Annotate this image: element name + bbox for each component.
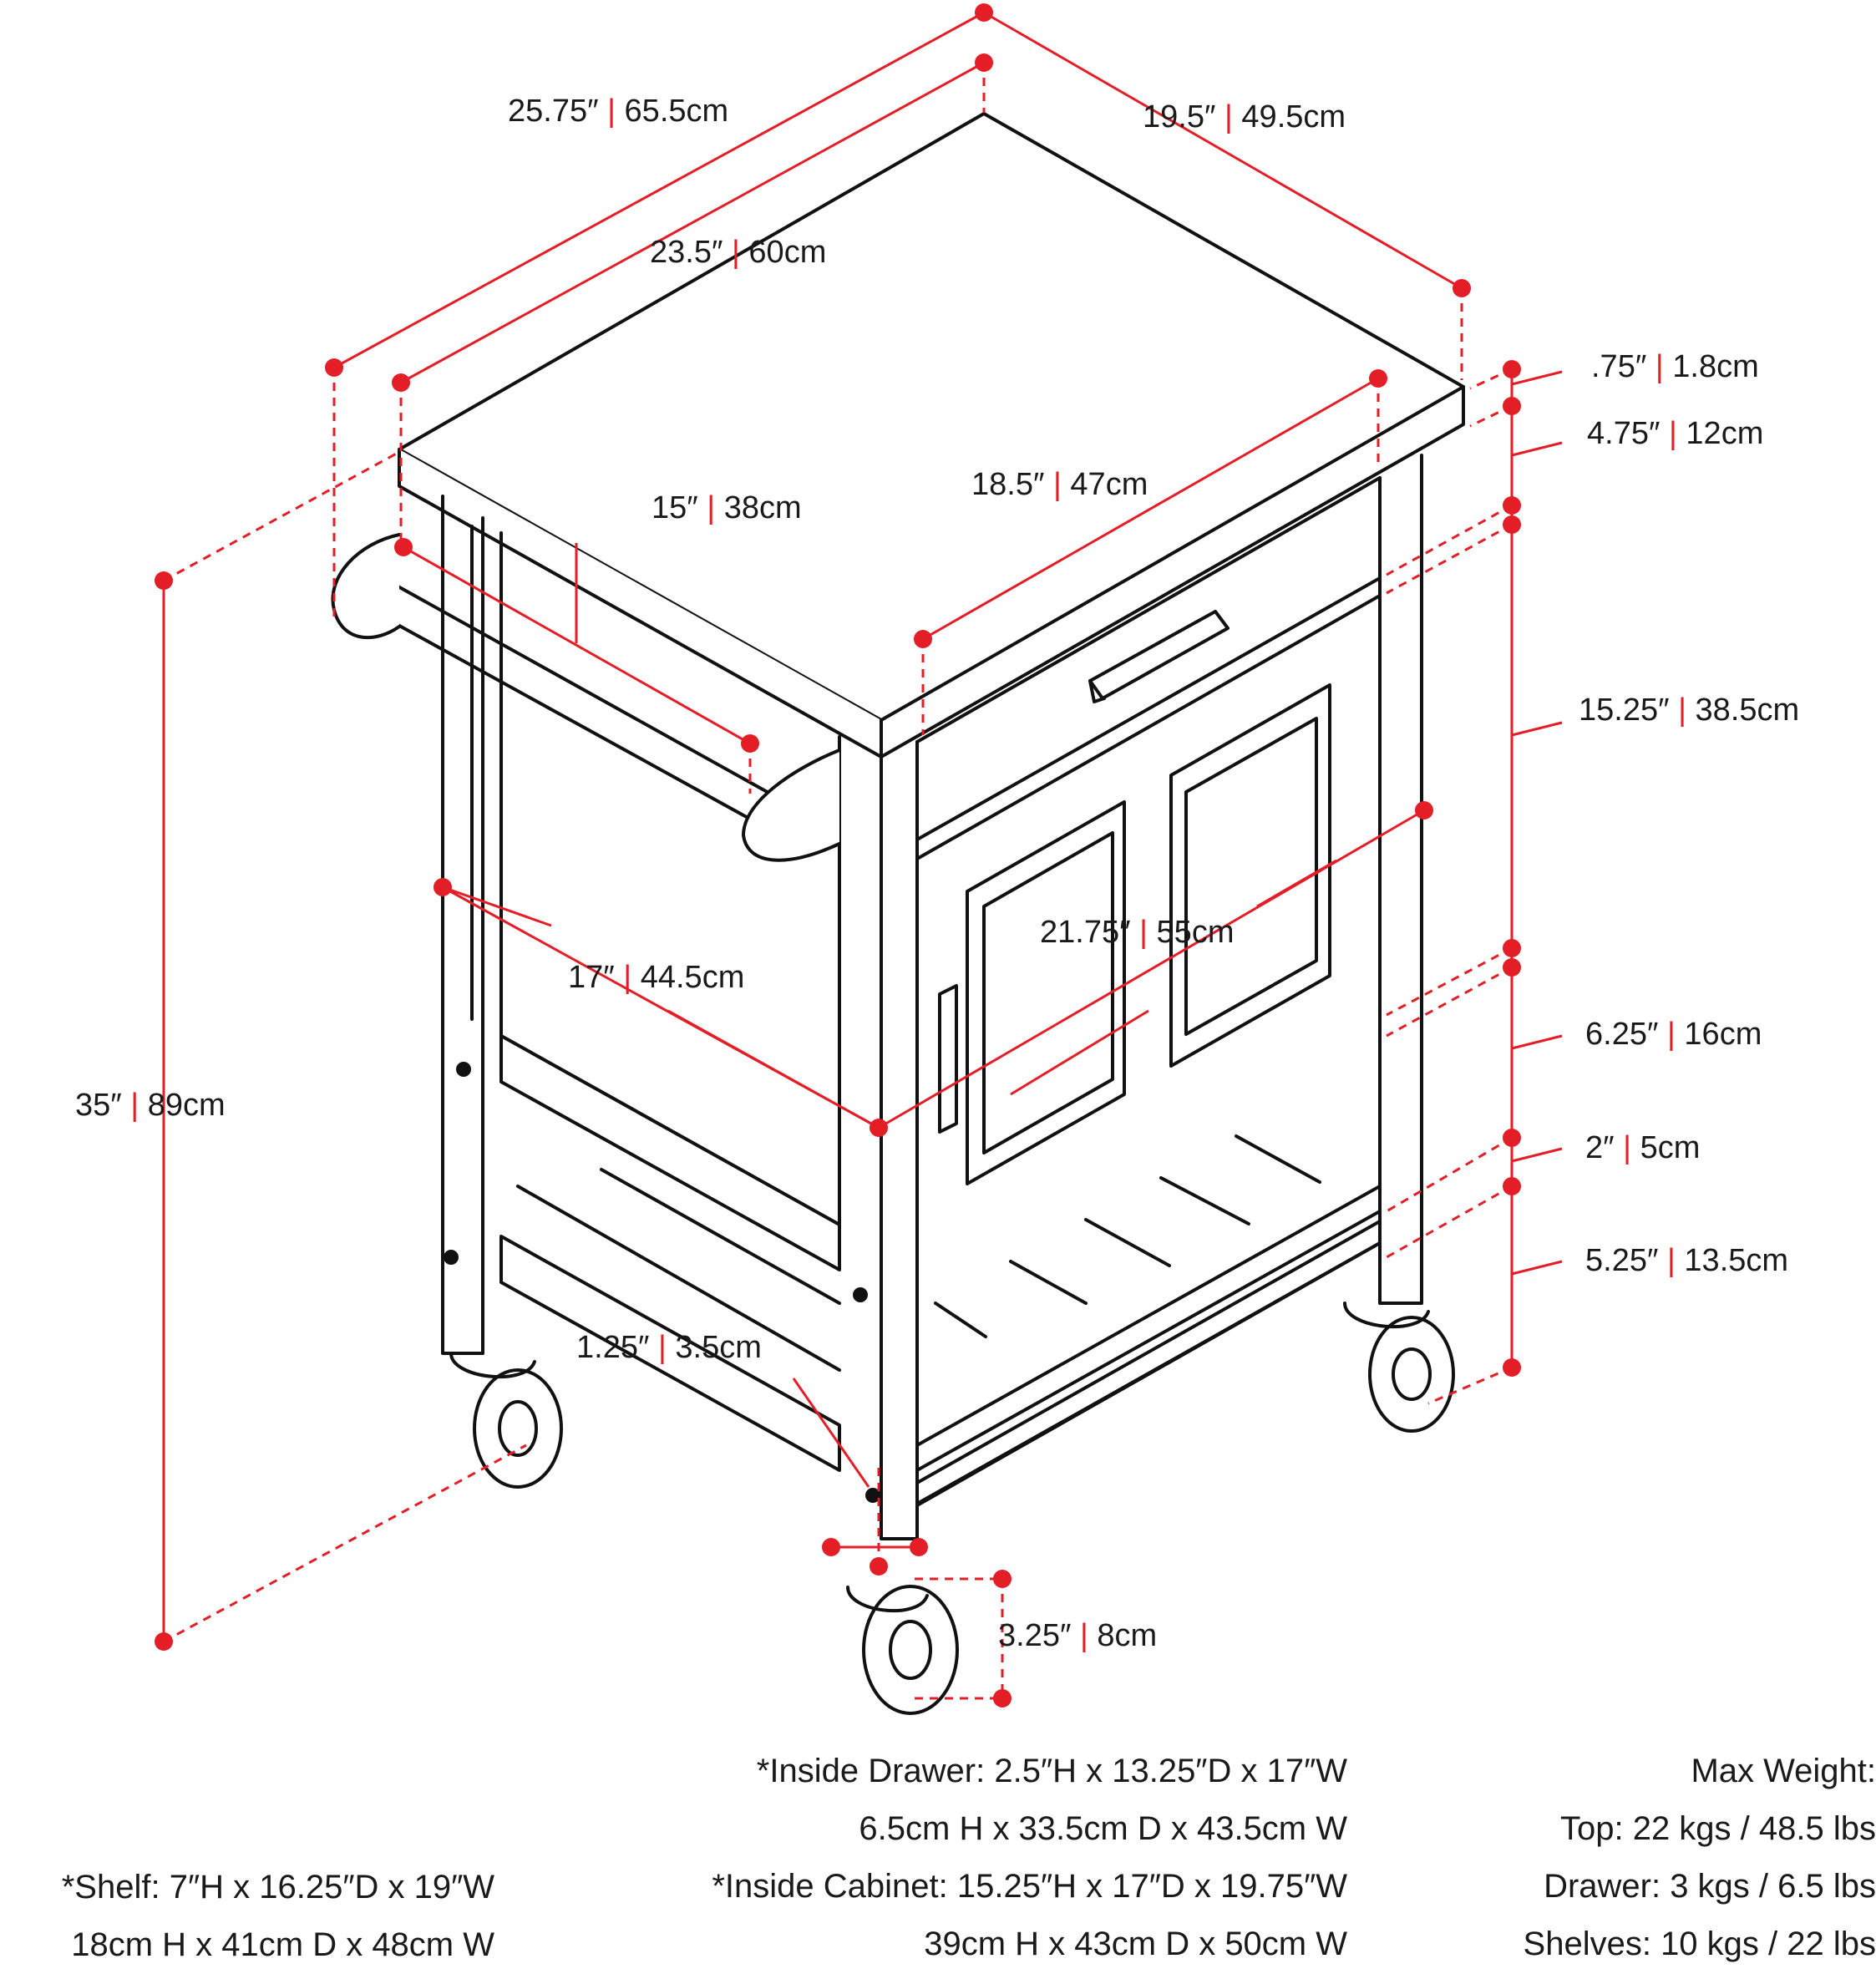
towel-bar-end-left	[331, 533, 401, 639]
label-towel-bar-length: 15″ | 38cm	[652, 490, 802, 525]
cart-drawing	[331, 112, 1465, 1715]
lower-front-rail	[915, 1220, 1382, 1505]
label-leg-width: 1.25″ | 3.5cm	[576, 1330, 762, 1365]
max-weight-shelves: Shelves: 10 kgs / 22 lbs	[1523, 1926, 1876, 1962]
caster-front-left	[449, 1352, 563, 1489]
note-shelf-in: *Shelf: 7″H x 16.25″D x 19″W	[61, 1869, 494, 1905]
label-leg-bottom: 5.25″ | 13.5cm	[1585, 1243, 1788, 1278]
label-top-depth: 19.5″ | 49.5cm	[1143, 99, 1346, 134]
side-rail-upper	[499, 1034, 841, 1271]
label-drawer-height: 4.75″ | 12cm	[1587, 416, 1763, 451]
leader-lines	[442, 370, 1563, 1488]
front-left-leg	[880, 740, 919, 1540]
door-right	[1169, 683, 1331, 1068]
max-weight-title: Max Weight:	[1691, 1753, 1876, 1789]
door-right-panel	[1184, 717, 1318, 1036]
note-inside-drawer-cm: 6.5cm H x 33.5cm D x 43.5cm W	[859, 1810, 1347, 1847]
drawer-divider	[915, 576, 1382, 860]
label-side-depth: 17″ | 44.5cm	[568, 960, 744, 995]
door-left	[966, 800, 1126, 1185]
label-shelf-thickness: 2″ | 5cm	[1585, 1130, 1700, 1165]
dimension-dots	[155, 3, 1521, 1708]
towel-bar-end-right	[742, 748, 841, 862]
drawer-handle	[1088, 610, 1230, 703]
label-body-width: 18.5″ | 47cm	[971, 467, 1148, 502]
label-cabinet-height: 15.25″ | 38.5cm	[1579, 693, 1799, 728]
dimension-lines	[162, 11, 1513, 1700]
label-top-outer-length: 25.75″ | 65.5cm	[508, 94, 728, 129]
countertop-front-edge	[398, 448, 883, 759]
label-top-thickness: .75″ | 1.8cm	[1591, 349, 1759, 384]
label-cabinet-width: 21.75″ | 55cm	[1040, 915, 1234, 950]
note-inside-cabinet-cm: 39cm H x 43cm D x 50cm W	[924, 1926, 1347, 1962]
rear-right-leg	[1378, 454, 1423, 1305]
note-inside-drawer-in: *Inside Drawer: 2.5″H x 13.25″D x 17″W	[756, 1753, 1347, 1789]
inside-dimensions-notes: *Inside Drawer: 2.5″H x 13.25″D x 17″W 6…	[712, 1743, 1347, 1973]
rear-left-leg	[441, 495, 484, 1355]
note-shelf-cm: 18cm H x 41cm D x 48cm W	[71, 1926, 494, 1963]
label-total-height: 35″ | 89cm	[75, 1088, 226, 1123]
door-handle	[938, 984, 958, 1134]
max-weight-notes: Max Weight: Top: 22 kgs / 48.5 lbs Drawe…	[1524, 1743, 1876, 1973]
countertop-side-edge	[880, 385, 1465, 759]
door-left-panel	[982, 831, 1114, 1154]
note-inside-cabinet-in: *Inside Cabinet: 15.25″H x 17″D x 19.75″…	[712, 1868, 1347, 1905]
label-shelf-gap: 6.25″ | 16cm	[1585, 1017, 1762, 1052]
max-weight-drawer: Drawer: 3 kgs / 6.5 lbs	[1544, 1868, 1876, 1905]
shelf-back-rail	[516, 1168, 841, 1372]
shelf-slats	[934, 1134, 1321, 1338]
label-top-inner-length: 23.5″ | 60cm	[650, 235, 826, 270]
shelf-dimensions-notes: *Shelf: 7″H x 16.25″D x 19″W 18cm H x 41…	[0, 1859, 494, 1974]
caster-rear-right	[1343, 1302, 1455, 1433]
caster-front	[846, 1585, 959, 1715]
side-rail-lower	[499, 1235, 841, 1472]
shelf-front-rail	[915, 1185, 1382, 1472]
dimension-labels: 25.75″ | 65.5cm 19.5″ | 49.5cm 23.5″ | 6…	[75, 94, 1799, 1653]
max-weight-top: Top: 22 kgs / 48.5 lbs	[1559, 1810, 1876, 1847]
label-caster-height: 3.25″ | 8cm	[998, 1618, 1157, 1653]
